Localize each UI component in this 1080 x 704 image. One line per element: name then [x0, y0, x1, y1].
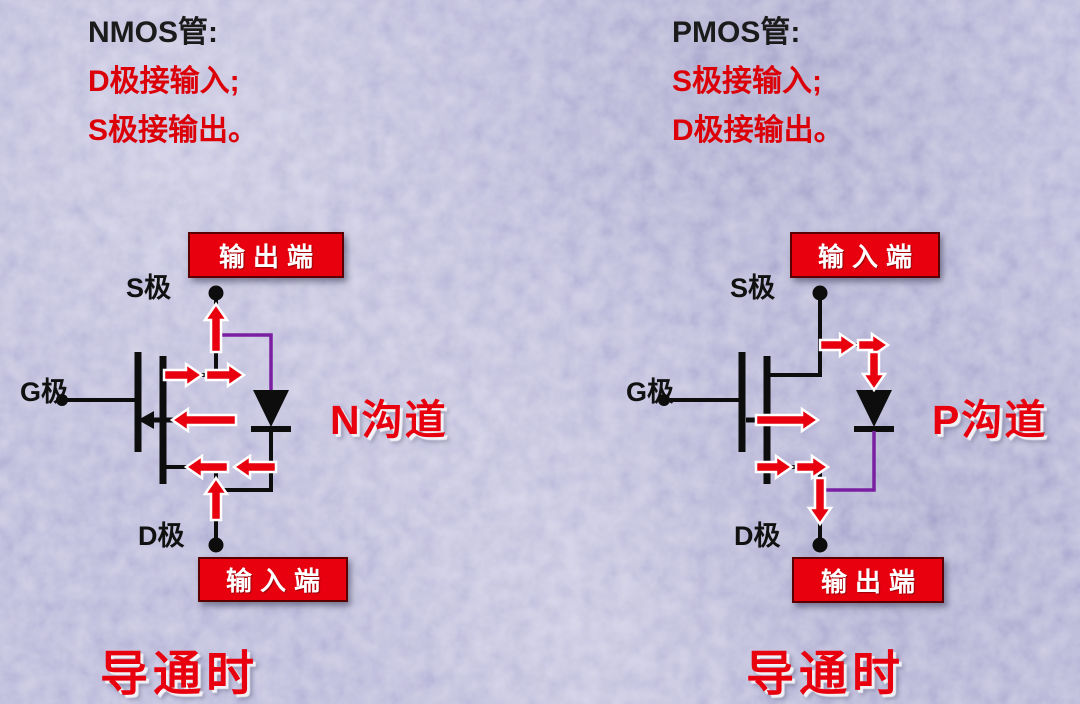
pmos-source-label: S极: [730, 273, 776, 303]
nmos-drain-label: D极: [138, 521, 185, 551]
nmos-source-wire: [163, 298, 218, 377]
current-flow-arrow-right: [754, 406, 821, 434]
nmos-body-diode: [253, 390, 289, 427]
pmos-io-line-1: S极接输入;: [672, 65, 822, 98]
nmos-diode-bottom-wire: [218, 431, 273, 492]
nmos-symbol-arrowhead: [138, 411, 154, 429]
nmos-source-node: [208, 285, 224, 301]
current-flow-arrow-left: [169, 406, 238, 434]
pmos-title: PMOS管:: [672, 16, 801, 49]
nmos-channel-type-label: N沟道: [330, 397, 448, 443]
current-flow-arrow-down: [806, 476, 834, 527]
current-flow-arrow-right: [856, 331, 891, 359]
pmos-drain-label: D极: [734, 521, 781, 551]
current-flow-arrow-right: [754, 453, 795, 481]
pmos-channel-type-label: P沟道: [932, 397, 1048, 443]
pmos-gate-node: [658, 394, 670, 406]
pmos-body-diode: [856, 390, 892, 427]
nmos-gate-node: [56, 394, 68, 406]
current-flow-arrow-up: [202, 301, 230, 354]
pmos-circuit: [658, 285, 894, 553]
pmos-state-label: 导通时: [746, 648, 906, 701]
nmos-circuit: [56, 285, 291, 553]
nmos-output-terminal-box: 输出端: [188, 232, 344, 278]
nmos-io-line-1: D极接输入;: [88, 65, 240, 98]
pmos-header: PMOS管: S极接输入; D极接输出。: [672, 8, 844, 155]
nmos-drain-wire: [163, 465, 218, 540]
nmos-diode-link-wire: [218, 333, 273, 390]
pmos-drain-node: [812, 537, 828, 553]
pmos-source-wire: [768, 298, 822, 377]
pmos-diode-link-wire: [822, 431, 876, 492]
nmos-input-terminal-box: 输入端: [198, 557, 348, 602]
pmos-input-terminal-box: 输入端: [790, 232, 940, 278]
current-flow-arrow-right: [162, 361, 205, 389]
nmos-state-label: 导通时: [100, 648, 260, 701]
nmos-title: NMOS管:: [88, 16, 218, 49]
nmos-io-line-2: S极接输出。: [88, 114, 259, 147]
current-flow-arrow-right: [818, 331, 859, 359]
pmos-io-line-2: D极接输出。: [672, 114, 844, 147]
current-flow-arrow-right: [794, 453, 831, 481]
current-flow-arrow-up: [202, 475, 230, 522]
pmos-output-terminal-box: 输出端: [792, 557, 944, 603]
current-flow-arrow-left: [183, 453, 230, 481]
current-flow-arrow-left: [231, 453, 278, 481]
pmos-source-node: [812, 285, 828, 301]
current-flow-arrow-right: [204, 361, 247, 389]
nmos-header: NMOS管: D极接输入; S极接输出。: [88, 8, 258, 155]
nmos-drain-node: [208, 537, 224, 553]
current-flow-arrow-down: [860, 350, 888, 393]
nmos-source-label: S极: [126, 273, 172, 303]
